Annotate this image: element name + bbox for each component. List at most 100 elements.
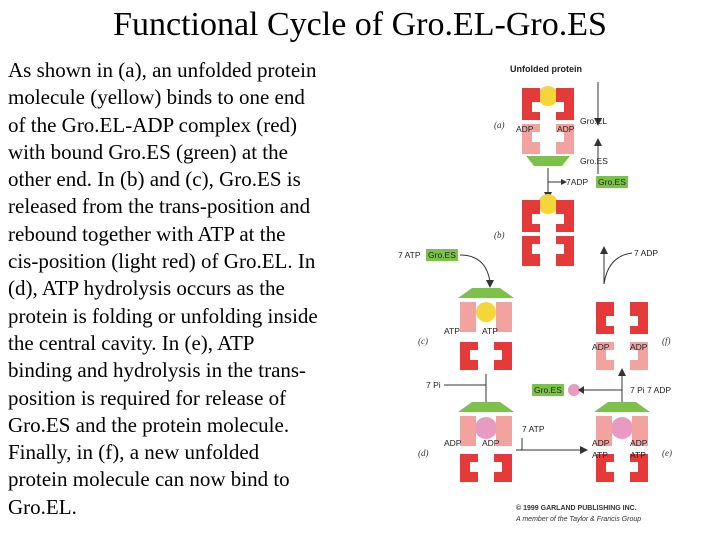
groel-cis-ring-right	[496, 302, 512, 332]
arrow-head	[594, 118, 602, 126]
atp-label: ATP	[592, 450, 608, 460]
paragraph-line: of the Gro.EL-ADP complex (red)	[8, 112, 298, 137]
paragraph-line: cis-position (light red) of Gro.EL. In	[8, 249, 316, 274]
groes-cap	[458, 288, 514, 298]
arrow-line	[521, 438, 582, 451]
arrow-head	[561, 179, 567, 185]
copyright-line-1: © 1999 GARLAND PUBLISHING INC.	[516, 504, 637, 512]
groel-ring-right	[556, 200, 574, 232]
paragraph-line: other end. In (b) and (c), Gro.ES is	[8, 167, 301, 192]
groel-ring-left-lower	[522, 236, 540, 266]
groel-ring-right	[556, 88, 574, 120]
adp-label: ADP	[592, 438, 610, 448]
adp-label: ADP	[557, 124, 575, 134]
groel-ring-right-lower	[630, 454, 648, 482]
paragraph-line: protein molecule can now bind to	[8, 467, 290, 492]
groes-box	[426, 249, 458, 261]
groel-ring-left-lower	[460, 454, 478, 482]
folding-protein-pink	[611, 417, 633, 439]
groel-groes-cycle-diagram: Unfolded protein ADP ADP Gro.EL Gro.ES (…	[398, 64, 672, 523]
paragraph-line: molecule (yellow) binds to one end	[8, 85, 305, 110]
complex-c: ATP ATP (c)	[418, 288, 514, 370]
groes-cap	[594, 402, 650, 412]
atp-label: ATP	[630, 450, 646, 460]
folding-protein-pink	[475, 417, 497, 439]
atp-label: ATP	[444, 326, 460, 336]
complex-b: (b)	[494, 194, 574, 266]
paragraph-line: binding and hydrolysis in the trans-	[8, 358, 307, 383]
seven-pi-seven-adp-label: 7 Pi 7 ADP	[630, 385, 671, 395]
panel-label-d: (d)	[418, 448, 429, 458]
groel-cis-ring-right	[630, 342, 648, 370]
panel-label-a: (a)	[494, 120, 505, 130]
seven-adp-label: 7ADP	[566, 177, 589, 187]
unfolded-protein-yellow	[538, 194, 558, 214]
paragraph-line: the central cavity. In (e), ATP	[8, 330, 255, 355]
panel-label-f: (f)	[662, 336, 671, 346]
paragraph-line: protein is folding or unfolding inside	[8, 303, 318, 328]
arrow-line	[603, 252, 633, 285]
groel-ring-right-lower	[556, 236, 574, 266]
description-paragraph: As shown in (a), an unfolded protein mol…	[8, 57, 380, 521]
arrow-head	[486, 280, 494, 288]
adp-label: ADP	[592, 342, 610, 352]
groes-box	[596, 176, 628, 188]
groel-cis-ring-left	[460, 302, 476, 332]
adp-label: ADP	[516, 124, 534, 134]
arrow-head	[594, 138, 602, 146]
groel-cis-ring-right	[556, 124, 574, 154]
paragraph-line: Gro.EL.	[8, 494, 77, 519]
groel-cis-ring-right	[496, 416, 512, 446]
groel-ring-left	[522, 88, 540, 120]
arrow-line	[459, 254, 491, 283]
complex-e: ADP ADP ATP ATP (e)	[592, 402, 672, 482]
complex-a: ADP ADP Gro.EL Gro.ES (a)	[494, 86, 608, 166]
groel-ring-left	[596, 302, 614, 334]
groel-ring-right-lower	[494, 454, 512, 482]
complex-f: ADP ADP (f)	[592, 302, 671, 370]
groel-label: Gro.EL	[580, 116, 607, 126]
paragraph-line: rebound together with ATP at the	[8, 221, 286, 246]
groes-label: Gro.ES	[580, 156, 608, 166]
paragraph-line: Gro.ES and the protein molecule.	[8, 412, 290, 437]
paragraph-line: As shown in (a), an unfolded protein	[8, 58, 317, 82]
unfolded-protein-yellow	[476, 302, 496, 322]
page-title: Functional Cycle of Gro.EL-Gro.ES	[113, 6, 607, 43]
arrow-head	[600, 246, 608, 254]
paragraph-line: released from the trans-position and	[8, 194, 311, 219]
arrow-head	[618, 368, 626, 376]
groel-cis-ring-left	[522, 124, 540, 154]
atp-label: ATP	[482, 326, 498, 336]
adp-label: ADP	[482, 438, 500, 448]
unfolded-protein-yellow	[538, 86, 558, 106]
copyright-line-2: A member of the Taylor & Francis Group	[515, 516, 641, 523]
groel-ring-left-lower	[460, 342, 478, 370]
unfolded-protein-label: Unfolded protein	[510, 64, 582, 74]
panel-label-b: (b)	[494, 230, 505, 240]
groes-cap	[526, 156, 570, 166]
adp-label: ADP	[630, 342, 648, 352]
groel-ring-left	[522, 200, 540, 232]
paragraph-line: Finally, in (f), a new unfolded	[8, 440, 260, 465]
paragraph-line: (d), ATP hydrolysis occurs as the	[8, 276, 285, 301]
complex-d: ADP ADP (d)	[418, 402, 514, 482]
seven-pi-label: 7 Pi	[426, 380, 441, 390]
groel-ring-right-lower	[494, 342, 512, 370]
groel-cis-ring-left	[596, 342, 614, 370]
paragraph-line: position is required for release of	[8, 385, 287, 410]
groel-ring-left-lower	[596, 454, 614, 482]
groel-cis-ring-right	[632, 416, 648, 446]
panel-label-c: (c)	[418, 336, 428, 346]
arrow-head	[578, 386, 584, 394]
groes-box-label: Gro.ES	[534, 385, 562, 395]
adp-label: ADP	[444, 438, 462, 448]
groel-cis-ring-left	[460, 416, 476, 446]
groel-cis-ring-left	[596, 416, 612, 446]
groes-cap	[458, 402, 514, 412]
arrow-head	[580, 446, 588, 454]
groes-box	[532, 384, 564, 396]
folded-protein-pink	[568, 384, 580, 396]
paragraph-line: with bound Gro.ES (green) at the	[8, 139, 288, 164]
panel-label-e: (e)	[662, 448, 672, 458]
groes-box-label: Gro.ES	[598, 177, 626, 187]
